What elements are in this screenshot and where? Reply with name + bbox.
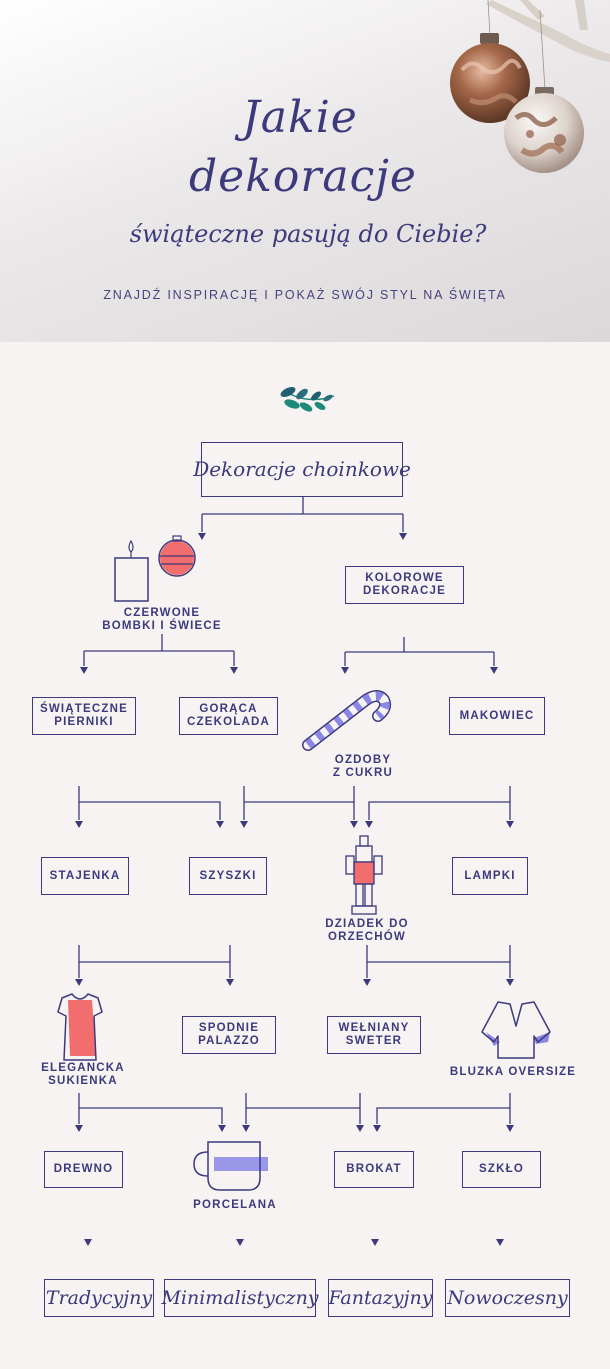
option-glitter[interactable]: BROKAT bbox=[334, 1151, 414, 1188]
result-modern[interactable]: Nowoczesny bbox=[445, 1279, 570, 1317]
red-bauble-icon bbox=[158, 535, 196, 577]
option-red-ornaments[interactable]: CZERWONE BOMBKI I ŚWIECE bbox=[102, 607, 222, 632]
option-hot-chocolate[interactable]: GORĄCA CZEKOLADA bbox=[179, 697, 278, 735]
title-line-3: świąteczne pasują do Ciebie? bbox=[129, 220, 487, 248]
result-fantasy[interactable]: Fantazyjny bbox=[328, 1279, 433, 1317]
tagline: ZNAJDŹ INSPIRACJĘ I POKAŻ SWÓJ STYL NA Ś… bbox=[103, 288, 507, 302]
title-line-2: dekoracje bbox=[189, 151, 417, 202]
option-palazzo-pants[interactable]: SPODNIE PALAZZO bbox=[182, 1016, 276, 1054]
candle-icon bbox=[114, 539, 149, 602]
branch bbox=[486, 0, 610, 62]
hero-header: Jakie dekoracje świąteczne pasują do Cie… bbox=[0, 0, 610, 342]
option-wool-sweater[interactable]: WEŁNIANY SWETER bbox=[327, 1016, 421, 1054]
option-gingerbread[interactable]: ŚWIĄTECZNE PIERNIKI bbox=[32, 697, 136, 735]
dress-icon bbox=[57, 993, 103, 1061]
option-porcelain[interactable]: PORCELANA bbox=[193, 1199, 277, 1211]
result-traditional[interactable]: Tradycyjny bbox=[44, 1279, 154, 1317]
option-glass[interactable]: SZKŁO bbox=[462, 1151, 541, 1188]
candy-cane-icon bbox=[302, 690, 392, 751]
option-colorful-decorations[interactable]: KOLOROWE DEKORACJE bbox=[345, 566, 464, 604]
option-lights[interactable]: LAMPKI bbox=[452, 857, 528, 895]
ornament-balls-photo bbox=[450, 33, 584, 173]
option-nativity[interactable]: STAJENKA bbox=[41, 857, 129, 895]
option-nutcracker[interactable]: DZIADEK DO ORZECHÓW bbox=[325, 918, 409, 943]
flow-arrowheads bbox=[75, 533, 514, 1246]
option-wood[interactable]: DREWNO bbox=[44, 1151, 123, 1188]
option-poppyseed-cake[interactable]: MAKOWIEC bbox=[449, 697, 545, 735]
title-line-1: Jakie bbox=[242, 92, 358, 143]
option-pinecones[interactable]: SZYSZKI bbox=[189, 857, 267, 895]
root-node-tree-decorations[interactable]: Dekoracje choinkowe bbox=[193, 442, 411, 497]
blouse-icon bbox=[481, 1001, 551, 1059]
nutcracker-icon bbox=[345, 835, 383, 915]
option-oversize-blouse[interactable]: BLUZKA OVERSIZE bbox=[449, 1066, 577, 1078]
teacup-icon bbox=[193, 1141, 268, 1191]
option-elegant-dress[interactable]: ELEGANCKA SUKIENKA bbox=[41, 1062, 125, 1087]
ornaments-decoration bbox=[450, 0, 610, 173]
option-candy-decorations[interactable]: OZDOBY Z CUKRU bbox=[332, 754, 394, 779]
leaf-sprig-icon bbox=[280, 387, 335, 412]
result-minimalist[interactable]: Minimalistyczny bbox=[161, 1279, 319, 1317]
